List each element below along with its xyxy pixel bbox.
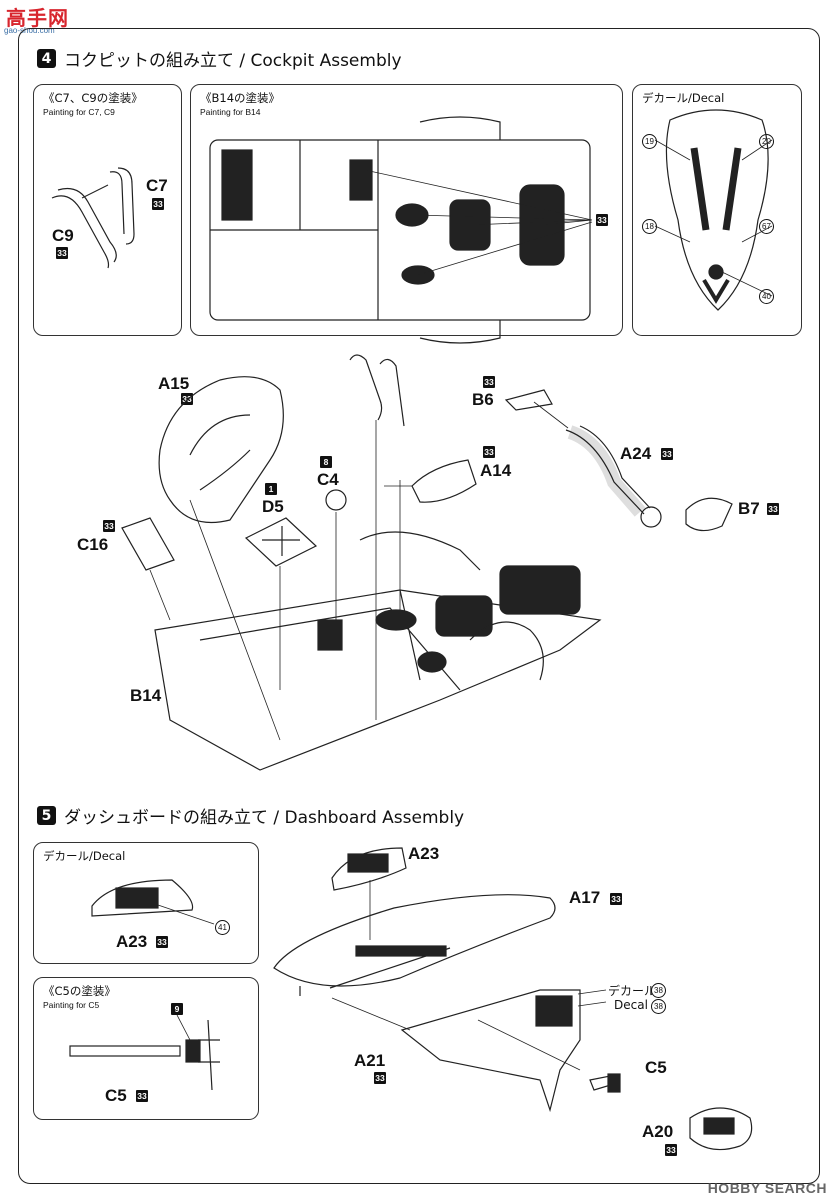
paint-badge-b7: 33 — [767, 503, 779, 515]
small-parts-drawing — [121, 489, 347, 690]
box-b14-title: 《B14の塗装》 — [200, 91, 281, 105]
c7-tube-assembly — [349, 354, 405, 720]
a15-seat-drawing — [158, 376, 284, 741]
a23-decal-drawing — [91, 879, 215, 925]
seat-harness-drawing — [654, 109, 773, 311]
box-painting-c7-c9: 《C7、C9の塗装》 Painting for C7, C9 — [33, 84, 182, 336]
a23-shroud-drawing — [331, 847, 407, 940]
decal-note-jp: デカール — [608, 984, 657, 998]
paint-badge-c4: 8 — [320, 456, 332, 468]
c7-c9-drawing — [51, 167, 135, 269]
step4-title: コクピットの組み立て / Cockpit Assembly — [64, 51, 402, 71]
label-a24: A24 — [620, 444, 652, 463]
label-c4: C4 — [317, 470, 339, 489]
paint-badge-c16: 33 — [103, 520, 115, 532]
paint-badge-b6: 33 — [483, 376, 495, 388]
paint-badge-a20: 33 — [665, 1144, 677, 1156]
label-a17: A17 — [569, 888, 601, 907]
duct-drawing — [504, 389, 733, 532]
paint-badge-a17: 33 — [610, 893, 622, 905]
paint-badge-a23-decal: 33 — [156, 936, 168, 948]
label-c5-box: C5 — [105, 1086, 127, 1105]
paint-badge-a21: 33 — [374, 1072, 386, 1084]
decal-note-en: Decal — [614, 998, 648, 1012]
box-c7c9-subtitle: Painting for C7, C9 — [43, 107, 115, 117]
a21-console-drawing — [331, 989, 607, 1113]
paint-badge-c7: 33 — [152, 198, 164, 210]
decal-38-a: 38 — [651, 983, 666, 998]
box-c5-subtitle: Painting for C5 — [43, 1000, 100, 1010]
b14-plan-drawing — [209, 116, 593, 344]
site-logo-text: 高手网 — [6, 6, 69, 30]
paint-badge-d5: 1 — [265, 483, 277, 495]
label-d5: D5 — [262, 497, 284, 516]
step4-number: 4 — [37, 49, 56, 68]
label-a20: A20 — [642, 1122, 674, 1141]
label-b7: B7 — [738, 499, 760, 518]
decal-67: 67 — [759, 219, 774, 234]
a14-drawing — [384, 459, 477, 630]
label-a21: A21 — [354, 1051, 386, 1070]
box-c7c9-title: 《C7、C9の塗装》 — [43, 91, 143, 105]
instruction-frame — [18, 28, 820, 1184]
paint-badge-a24: 33 — [661, 448, 673, 460]
box-decal-a23-title: デカール/Decal — [43, 849, 126, 863]
label-c7: C7 — [146, 176, 168, 195]
decal-19: 19 — [642, 134, 657, 149]
decal-40: 40 — [759, 289, 774, 304]
label-b14: B14 — [130, 686, 162, 705]
paint-badge-c5-box: 33 — [136, 1090, 148, 1102]
label-a14: A14 — [480, 461, 512, 480]
a20-wheel-drawing — [689, 1107, 753, 1151]
step5-title: ダッシュボードの組み立て / Dashboard Assembly — [64, 808, 465, 828]
watermark-hobby-search: HOBBY SEARCH — [707, 1180, 827, 1196]
paint-badge-c5-detail: 9 — [171, 1003, 183, 1015]
paint-badge-b14: 33 — [596, 214, 608, 226]
box-c5-title: 《C5の塗装》 — [43, 984, 116, 998]
paint-badge-c9: 33 — [56, 247, 68, 259]
box-decal-title: デカール/Decal — [642, 91, 725, 105]
paint-badge-a14: 33 — [483, 446, 495, 458]
label-c9: C9 — [52, 226, 74, 245]
box-b14-subtitle: Painting for B14 — [200, 107, 261, 117]
label-c16: C16 — [77, 535, 109, 554]
label-a15: A15 — [158, 374, 190, 393]
label-a23-decal: A23 — [116, 932, 148, 951]
b14-chassis-3d — [154, 531, 602, 771]
label-b6: B6 — [472, 390, 494, 409]
step5-header: 5 ダッシュボードの組み立て / Dashboard Assembly — [37, 803, 464, 828]
paint-badge-a15: 33 — [181, 393, 193, 405]
decal-41: 41 — [215, 920, 230, 935]
c5-shifter-drawing — [477, 1019, 621, 1093]
c5-paint-drawing — [69, 1014, 220, 1091]
step4-header: 4 コクピットの組み立て / Cockpit Assembly — [37, 46, 402, 71]
decal-38-b: 38 — [651, 999, 666, 1014]
label-c5: C5 — [645, 1058, 667, 1077]
step5-number: 5 — [37, 806, 56, 825]
a17-dashboard-drawing — [273, 894, 556, 996]
label-a23: A23 — [408, 844, 440, 863]
